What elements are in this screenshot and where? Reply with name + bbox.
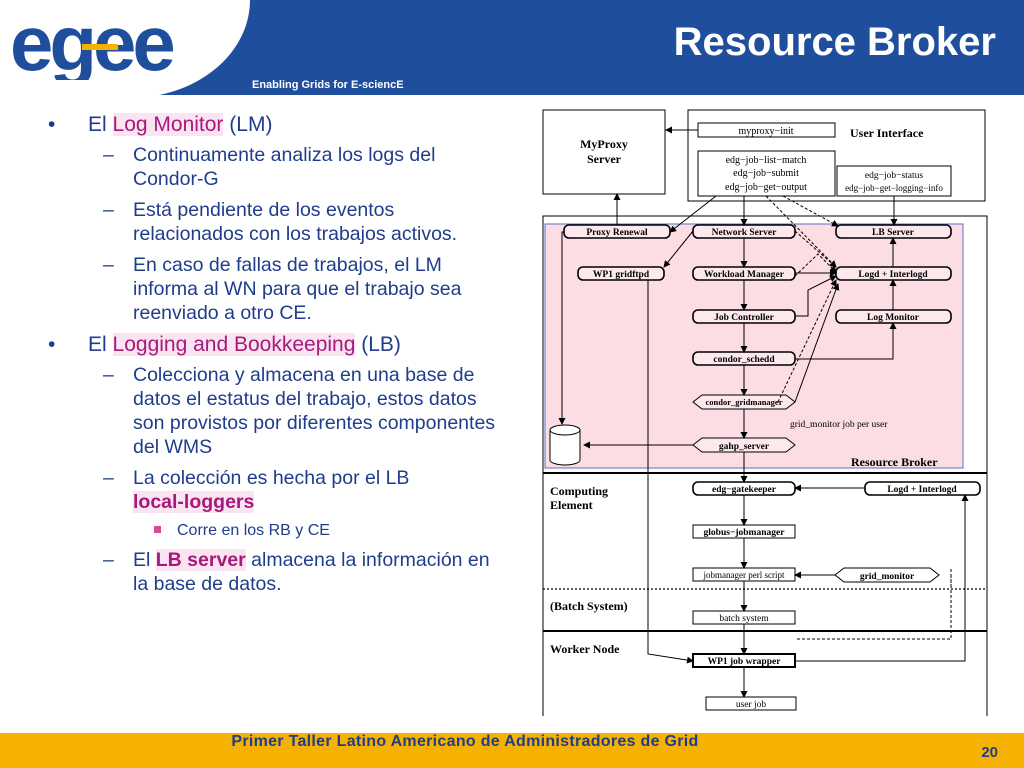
svg-text:edg−gatekeeper: edg−gatekeeper xyxy=(712,485,777,495)
myproxy-label: MyProxy xyxy=(580,137,628,151)
footer-title: Primer Taller Latino Americano de Admini… xyxy=(231,733,699,750)
svg-text:Proxy Renewal: Proxy Renewal xyxy=(586,228,648,238)
worker-node-label: Worker Node xyxy=(550,642,620,656)
page-number: 20 xyxy=(981,744,998,761)
svg-text:edg−job−get−logging−info: edg−job−get−logging−info xyxy=(845,183,943,193)
sub-sub-bullet: Corre en los RB y CE xyxy=(48,521,508,541)
user-job-box xyxy=(705,696,797,711)
bullet-dot: • xyxy=(48,113,56,136)
sub-bullet: – Colecciona y almacena en una base de d… xyxy=(103,364,496,458)
svg-text:condor_schedd: condor_schedd xyxy=(713,355,775,365)
myproxy-server-box xyxy=(542,109,666,195)
svg-text:Logd + Interlogd: Logd + Interlogd xyxy=(887,485,957,495)
sub-bullet: – La colección es hecha por el LB local-… xyxy=(103,467,410,513)
sub-bullet: – Está pendiente de los eventos relacion… xyxy=(103,199,458,245)
bullet-dot: • xyxy=(48,333,56,356)
svg-text:LB Server: LB Server xyxy=(872,228,915,238)
diagram-arrows xyxy=(558,126,969,698)
svg-text:Job Controller: Job Controller xyxy=(714,313,775,323)
svg-text:grid_monitor: grid_monitor xyxy=(860,572,915,582)
svg-text:Log Monitor: Log Monitor xyxy=(867,313,920,323)
svg-text:WP1 gridftpd: WP1 gridftpd xyxy=(593,270,650,280)
slide-title: Resource Broker xyxy=(673,20,996,64)
bullet-log-monitor: • El Log Monitor (LM) xyxy=(48,113,273,136)
grid-monitor-note: grid_monitor job per user xyxy=(790,420,888,430)
svg-text:gahp_server: gahp_server xyxy=(719,442,770,452)
database-icon xyxy=(549,424,581,466)
svg-text:edg−job−get−output: edg−job−get−output xyxy=(725,182,807,193)
svg-text:batch system: batch system xyxy=(719,614,769,624)
wms-architecture-diagram: MyProxy Server User Interface myproxy−in… xyxy=(542,109,988,716)
svg-text:myproxy−init: myproxy−init xyxy=(738,126,793,137)
computing-element-label: Computing xyxy=(550,484,608,498)
svg-text:Workload Manager: Workload Manager xyxy=(704,270,785,280)
term-lb-server: LB server xyxy=(155,549,246,571)
svg-text:Logd + Interlogd: Logd + Interlogd xyxy=(858,270,928,280)
wp1-gridftpd-box xyxy=(577,266,665,281)
term-log-monitor: Log Monitor xyxy=(112,113,224,136)
svg-text:Network Server: Network Server xyxy=(712,228,777,238)
batch-system-label: (Batch System) xyxy=(550,599,628,613)
header-bar: egee Enabling Grids for E-sciencE Resour… xyxy=(0,0,1024,98)
svg-text:Element: Element xyxy=(550,498,593,512)
bullet-list: • El Log Monitor (LM) – Continuamente an… xyxy=(48,112,508,603)
svg-text:edg−job−submit: edg−job−submit xyxy=(733,168,799,179)
term-logging-bookkeeping: Logging and Bookkeeping xyxy=(112,333,356,356)
egee-logo: egee xyxy=(10,12,177,80)
grid-monitor-box xyxy=(834,567,940,583)
svg-text:user job: user job xyxy=(736,700,767,710)
footer-bar: Primer Taller Latino Americano de Admini… xyxy=(0,733,1024,768)
svg-text:edg−job−status: edg−job−status xyxy=(865,171,924,181)
sub-bullet: – El LB server almacena la información e… xyxy=(103,549,490,595)
svg-text:WP1 job wrapper: WP1 job wrapper xyxy=(708,657,782,667)
resource-broker-label: Resource Broker xyxy=(851,455,938,469)
svg-text:condor_gridmanager: condor_gridmanager xyxy=(706,397,783,407)
user-interface-label: User Interface xyxy=(850,126,924,140)
diagram-dashed-arrows xyxy=(765,195,952,640)
svg-text:edg−job−list−match: edg−job−list−match xyxy=(726,155,807,166)
sub-bullet: – Continuamente analiza los logs del Con… xyxy=(103,144,436,190)
term-local-loggers: local-loggers xyxy=(133,491,255,513)
sub-bullet: – En caso de fallas de trabajos, el LM i… xyxy=(103,254,462,324)
svg-text:jobmanager perl script: jobmanager perl script xyxy=(703,570,785,580)
svg-text:globus−jobmanager: globus−jobmanager xyxy=(704,528,786,538)
svg-text:Server: Server xyxy=(587,152,622,166)
bullet-logging-bookkeeping: • El Logging and Bookkeeping (LB) xyxy=(48,333,401,356)
tagline: Enabling Grids for E-sciencE xyxy=(252,79,404,91)
square-bullet-icon xyxy=(154,526,161,533)
resource-broker-area xyxy=(544,223,964,469)
gahp-server-box xyxy=(692,437,796,453)
